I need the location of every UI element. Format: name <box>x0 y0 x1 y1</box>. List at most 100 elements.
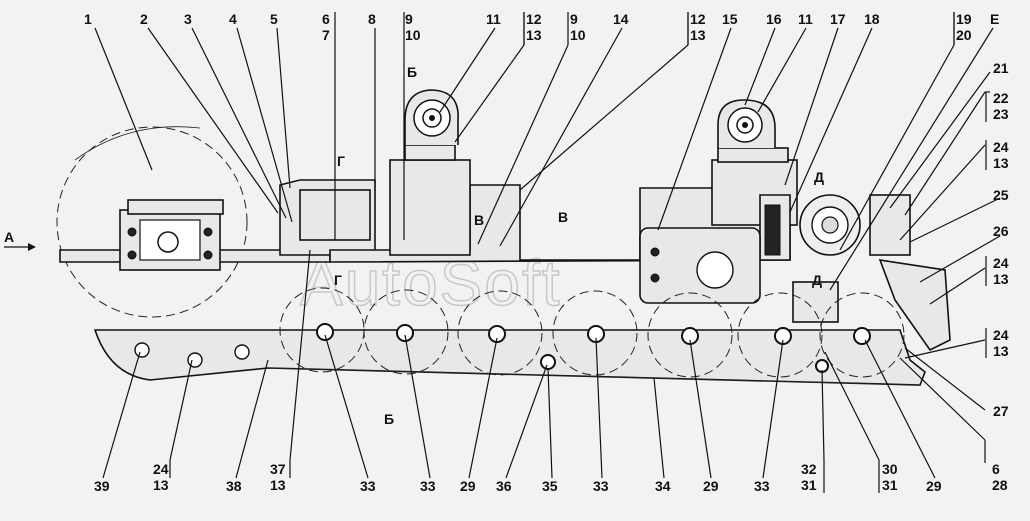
callout-2: 2 <box>140 11 148 27</box>
callout-23: 23 <box>993 106 1009 122</box>
callout-31b: 31 <box>882 477 898 493</box>
callout-9b: 9 <box>570 11 578 27</box>
callout-5: 5 <box>270 11 278 27</box>
track-roller <box>552 290 638 376</box>
callout-33c: 33 <box>593 478 609 494</box>
view-mark-b-top: Б <box>407 64 417 80</box>
callout-12b: 12 <box>690 11 706 27</box>
view-mark-g-top: Г <box>337 153 345 169</box>
callout-31a: 31 <box>801 477 817 493</box>
top-callouts: 1 2 3 4 5 6 7 8 9 10 11 12 13 9 10 14 12… <box>84 11 999 45</box>
callout-13f: 13 <box>153 477 169 493</box>
track-roller <box>647 292 733 378</box>
track-rollers <box>279 287 905 378</box>
view-mark-b-bottom: Б <box>384 411 394 427</box>
callout-29a: 29 <box>460 478 476 494</box>
rear-bracket <box>869 194 911 256</box>
leader-lines <box>94 12 1001 463</box>
callout-6: 6 <box>322 11 330 27</box>
callout-12: 12 <box>526 11 542 27</box>
callout-4: 4 <box>229 11 237 27</box>
idler-mount-plate <box>139 219 201 261</box>
right-callouts: 21 22 23 24 13 25 26 24 13 24 13 27 <box>985 60 1009 419</box>
callout-24: 24 <box>993 139 1009 155</box>
callout-30: 30 <box>882 461 898 477</box>
idler-axle <box>157 231 179 253</box>
callout-28: 28 <box>992 477 1008 493</box>
callout-7: 7 <box>322 27 330 43</box>
callout-6b: 6 <box>992 461 1000 477</box>
callout-10: 10 <box>405 27 421 43</box>
track-frame-bottom <box>93 329 926 386</box>
callout-27: 27 <box>993 403 1009 419</box>
bolt <box>127 227 137 237</box>
callout-32: 32 <box>801 461 817 477</box>
callout-34: 34 <box>655 478 671 494</box>
rear-guard <box>878 259 951 352</box>
callout-13g: 13 <box>270 477 286 493</box>
bolt <box>203 227 213 237</box>
carrier-roller-right <box>717 99 776 148</box>
support-roller-bracket-left <box>389 159 471 256</box>
view-mark-d-top: Д <box>814 169 824 185</box>
leader-lines-bottom <box>102 249 936 493</box>
track-roller <box>819 292 905 378</box>
callout-19: 19 <box>956 11 972 27</box>
callout-36: 36 <box>496 478 512 494</box>
callout-29b: 29 <box>703 478 719 494</box>
bottom-callouts: 39 24 13 38 37 13 33 33 29 36 35 33 34 2… <box>94 461 1008 494</box>
callout-8: 8 <box>368 11 376 27</box>
callout-24b: 24 <box>993 255 1009 271</box>
callout-22: 22 <box>993 90 1009 106</box>
callout-11b: 11 <box>798 11 813 27</box>
callout-33a: 33 <box>360 478 376 494</box>
callout-39: 39 <box>94 478 110 494</box>
callout-13e: 13 <box>993 343 1009 359</box>
view-mark-g-bottom: Г <box>334 272 342 288</box>
bolt <box>650 273 660 283</box>
callout-13d: 13 <box>993 271 1009 287</box>
callout-26: 26 <box>993 223 1009 239</box>
view-mark-d-bottom: Д <box>812 272 822 288</box>
callout-18: 18 <box>864 11 880 27</box>
callout-20: 20 <box>956 27 972 43</box>
callout-13b: 13 <box>690 27 706 43</box>
callout-17: 17 <box>830 11 846 27</box>
callout-11: 11 <box>486 11 501 27</box>
roller-hubs <box>134 323 871 373</box>
bracket-cap-left <box>404 144 456 161</box>
callout-33b: 33 <box>420 478 436 494</box>
view-mark-v-right: В <box>558 209 568 225</box>
callout-13: 13 <box>526 27 542 43</box>
callout-33d: 33 <box>754 478 770 494</box>
callout-e: E <box>990 11 999 27</box>
callout-3: 3 <box>184 11 192 27</box>
callout-15: 15 <box>722 11 738 27</box>
callout-35: 35 <box>542 478 558 494</box>
callout-9: 9 <box>405 11 413 27</box>
view-mark-v-left: В <box>474 212 484 228</box>
idler-arc <box>74 126 201 161</box>
callout-24d: 24 <box>153 461 169 477</box>
idler-mount-top <box>127 199 224 215</box>
callout-16: 16 <box>766 11 782 27</box>
bolt <box>127 250 137 260</box>
track-roller <box>737 292 823 378</box>
drive-sprocket <box>759 194 861 261</box>
carrier-roller-left <box>404 89 459 145</box>
idler-wheel-outline <box>56 126 248 318</box>
view-mark-a: А <box>4 229 14 245</box>
final-drive-cover <box>696 251 734 289</box>
bolt <box>650 247 660 257</box>
track-roller <box>457 290 543 376</box>
track-roller <box>363 289 449 375</box>
callout-29c: 29 <box>926 478 942 494</box>
callout-14: 14 <box>613 11 629 27</box>
bracket-cap-right <box>717 147 789 163</box>
bolt <box>203 250 213 260</box>
callout-13c: 13 <box>993 155 1009 171</box>
callout-10b: 10 <box>570 27 586 43</box>
callout-21: 21 <box>993 60 1009 76</box>
